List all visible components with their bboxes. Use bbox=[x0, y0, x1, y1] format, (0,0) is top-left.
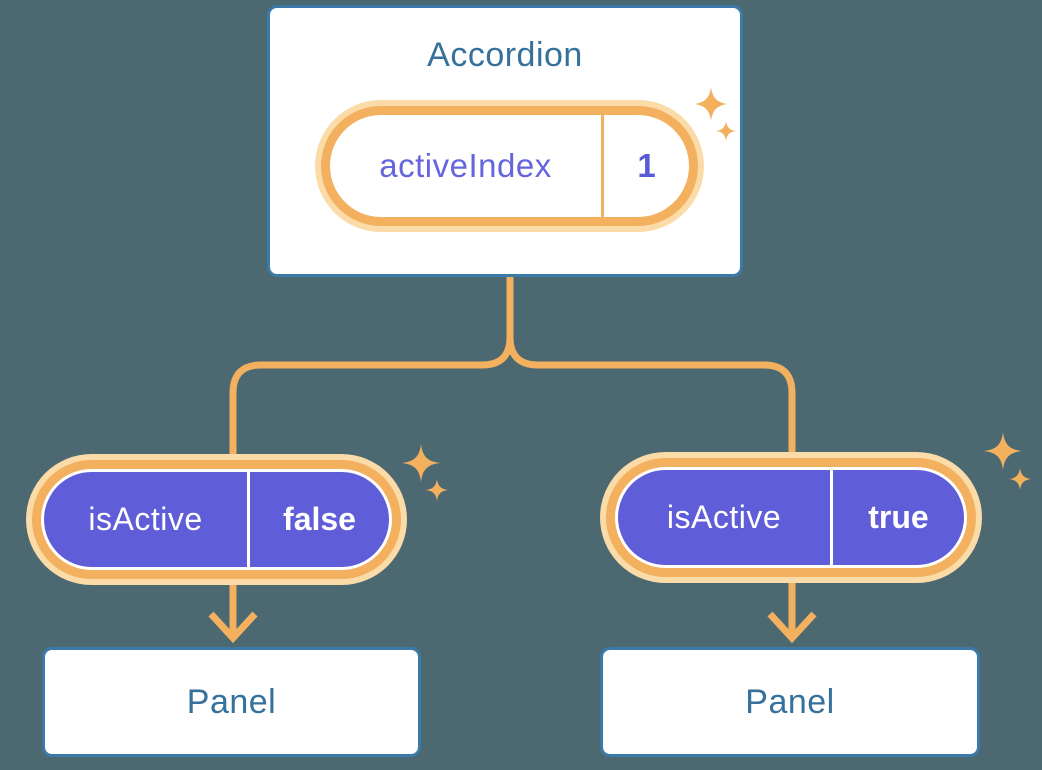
sparkle-icon bbox=[984, 432, 1022, 470]
isactive-pill-right: isActive true bbox=[600, 452, 982, 583]
isactive-pill-left: isActive false bbox=[26, 454, 407, 585]
branch-line-left bbox=[229, 277, 514, 460]
branch-line-right bbox=[506, 277, 796, 460]
accordion-title: Accordion bbox=[427, 36, 583, 74]
prop-name-label: isActive bbox=[666, 499, 782, 535]
state-pill: activeIndex 1 bbox=[315, 100, 704, 232]
prop-pill-ring: isActive false bbox=[32, 460, 401, 579]
state-value: 1 bbox=[601, 115, 689, 217]
prop-pill-ring: isActive true bbox=[606, 458, 976, 577]
state-pill-ring: activeIndex 1 bbox=[321, 106, 698, 226]
sparkle-icon bbox=[1009, 468, 1031, 490]
prop-value: true bbox=[830, 470, 964, 565]
prop-name-label: isActive bbox=[88, 501, 203, 537]
arrow-down-icon bbox=[208, 611, 258, 644]
sparkle-icon bbox=[402, 444, 440, 482]
panel-title: Panel bbox=[186, 682, 277, 721]
state-name-label: activeIndex bbox=[379, 147, 552, 184]
arrow-down-icon bbox=[767, 611, 817, 644]
sparkle-icon bbox=[426, 479, 448, 501]
panel-title: Panel bbox=[745, 682, 835, 721]
panel-card-right: Panel bbox=[600, 647, 980, 757]
accordion-component-card: Accordion activeIndex 1 bbox=[267, 5, 743, 277]
panel-card-left: Panel bbox=[42, 647, 421, 757]
prop-value: false bbox=[247, 472, 389, 567]
